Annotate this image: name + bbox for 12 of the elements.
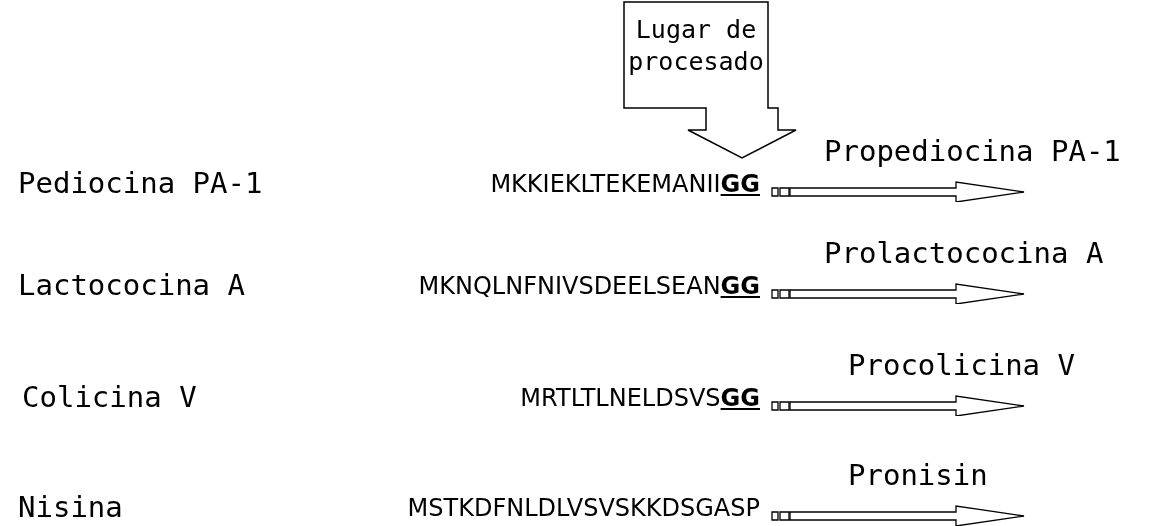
leader-sequence: MSTKDFNLDLVSVSKKDSGASP <box>407 494 760 522</box>
propeptide-name: Procolicina V <box>848 348 1075 382</box>
bacteriocin-name: Lactococina A <box>18 268 245 302</box>
leader-sequence: MKNQLNFNIVSDEELSEANGG <box>418 272 760 300</box>
bacteriocin-name: Colicina V <box>22 380 197 414</box>
bacteriocin-name: Nisina <box>18 490 123 524</box>
leader-sequence: MKKIEKLTEKEMANIIGG <box>490 170 760 198</box>
propeptide-name: Prolactococina A <box>824 236 1104 270</box>
propeptide-name: Pronisin <box>848 458 988 492</box>
propeptide-name: Propediocina PA-1 <box>824 134 1121 168</box>
leader-sequence: MRTLTLNELDSVSGG <box>520 384 760 412</box>
bacteriocin-name: Pediocina PA-1 <box>18 166 263 200</box>
